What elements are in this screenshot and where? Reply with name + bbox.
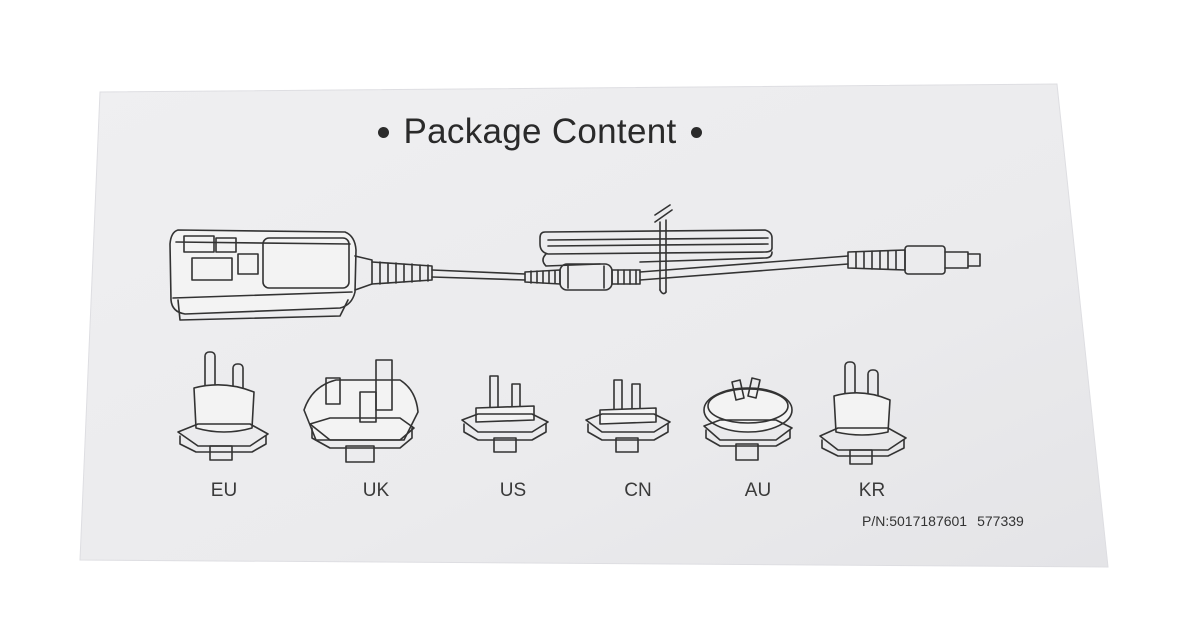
part-number: P/N:5017187601 577339 <box>862 513 1024 529</box>
plug-icon-uk <box>303 359 419 463</box>
plug-icon-cn <box>585 379 671 453</box>
page-title: Package Content <box>340 108 740 156</box>
dc-connector-icon <box>847 245 981 275</box>
power-adapter-icon <box>169 229 433 321</box>
plug-label-au: AU <box>744 480 772 501</box>
part-number-pn: P/N:5017187601 <box>862 513 968 529</box>
title-text: Package Content <box>403 112 677 151</box>
plug-label-us: US <box>499 480 527 501</box>
plug-label-kr: KR <box>858 480 886 501</box>
plug-icon-kr <box>819 361 907 465</box>
bullet-dot-right <box>690 126 702 138</box>
plug-icon-au <box>703 377 793 461</box>
part-number-code: 577339 <box>977 513 1024 529</box>
plug-label-uk: UK <box>362 480 390 501</box>
plug-label-eu: EU <box>210 480 238 501</box>
plug-label-cn: CN <box>624 480 652 501</box>
cable-icon <box>431 204 981 295</box>
plug-icon-eu <box>177 351 269 461</box>
bullet-dot-left <box>378 126 390 138</box>
plug-icon-us <box>461 375 549 453</box>
